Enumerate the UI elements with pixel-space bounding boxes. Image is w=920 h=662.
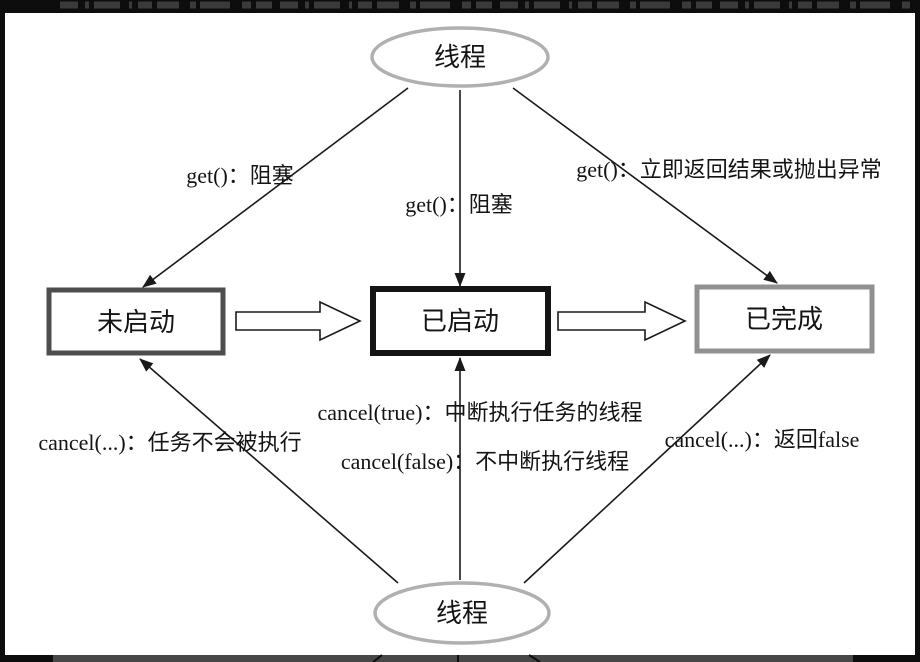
label-cancel-true: cancel(true)：中断执行任务的线程	[317, 400, 642, 425]
bottom-crop-bar-right	[853, 655, 920, 662]
cropped-edge-stub-left	[372, 654, 383, 662]
right-crop-bar	[915, 0, 920, 662]
left-crop-bar	[0, 0, 5, 662]
top-thread-node	[370, 26, 550, 88]
cropped-edge-stub-right	[528, 654, 541, 662]
label-get-blocking-middle: get()：阻塞	[405, 192, 513, 217]
label-cancel-returns-false: cancel(...)：返回false	[665, 427, 860, 452]
label-get-immediate-result: get()：立即返回结果或抛出异常	[576, 157, 882, 182]
bottom-thread-node	[373, 581, 551, 645]
bottom-thread-label: 线程	[436, 599, 488, 628]
bottom-crop-strip	[53, 655, 853, 662]
state-label-completed: 已完成	[745, 305, 823, 334]
label-cancel-task-not-run: cancel(...)：任务不会被执行	[38, 430, 301, 455]
bottom-crop-bar-left	[0, 655, 53, 662]
edge-bottom-to-not-started	[139, 358, 399, 584]
edge-top-to-not-started	[142, 87, 409, 288]
state-box-started	[370, 286, 551, 356]
edge-bottom-to-completed	[523, 354, 771, 584]
label-get-blocking-left: get()：阻塞	[186, 163, 294, 188]
state-label-not-started: 未启动	[97, 308, 175, 337]
label-cancel-false: cancel(false)：不中断执行线程	[341, 449, 629, 474]
state-label-started: 已启动	[421, 307, 499, 336]
block-arrow-started-to-completed	[557, 300, 687, 342]
top-thread-label: 线程	[434, 43, 486, 72]
state-box-completed	[694, 284, 875, 354]
block-arrow-not-started-to-started	[235, 300, 362, 342]
state-box-not-started	[46, 287, 226, 356]
edge-top-to-completed	[512, 87, 778, 284]
